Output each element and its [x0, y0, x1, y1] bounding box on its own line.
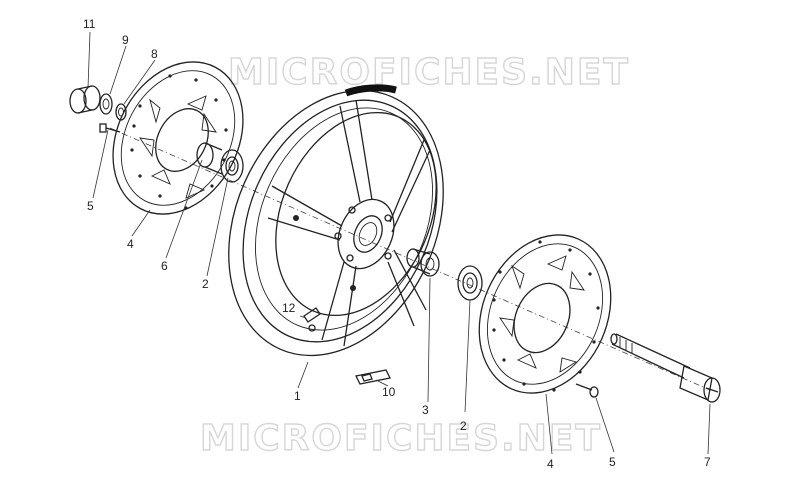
callout-2-left: 2: [202, 277, 209, 291]
axle-centerline: [109, 127, 711, 391]
spacer-part-3: [406, 248, 440, 277]
bearing-part-2-left: [220, 149, 244, 183]
callout-2-right: 2: [460, 419, 467, 433]
callout-5-left: 5: [87, 199, 94, 213]
ring-part-8: [115, 103, 127, 121]
callout-6: 6: [161, 259, 168, 273]
brake-disc-left: [112, 61, 244, 215]
callout-12: 12: [282, 301, 296, 315]
leader-lines: [87, 31, 711, 455]
callout-8: 8: [151, 47, 158, 61]
sleeve-part-6: [196, 142, 223, 175]
callout-11: 11: [83, 17, 96, 31]
callout-3: 3: [422, 403, 429, 417]
brake-disc-right: [478, 234, 612, 394]
washer-part-9: [99, 93, 113, 115]
watermark-bottom: MICROFICHES.NET: [200, 418, 602, 459]
watermark-top: MICROFICHES.NET: [228, 52, 630, 93]
callout-4-left: 4: [127, 237, 134, 251]
bearing-part-2-right: [457, 265, 483, 301]
axle-part-7: [610, 333, 721, 403]
valve-part-12: [303, 307, 321, 332]
callout-1: 1: [294, 389, 301, 403]
callout-9: 9: [122, 33, 129, 47]
balance-weight-part-10: [355, 369, 391, 385]
screw-part-5-right: [575, 383, 599, 398]
spacer-part-11: [69, 85, 101, 114]
callout-7: 7: [704, 455, 711, 469]
callout-10: 10: [382, 385, 396, 399]
screw-part-5-left: [99, 123, 121, 133]
callout-5-right: 5: [609, 455, 616, 469]
callout-4-right: 4: [547, 457, 554, 471]
